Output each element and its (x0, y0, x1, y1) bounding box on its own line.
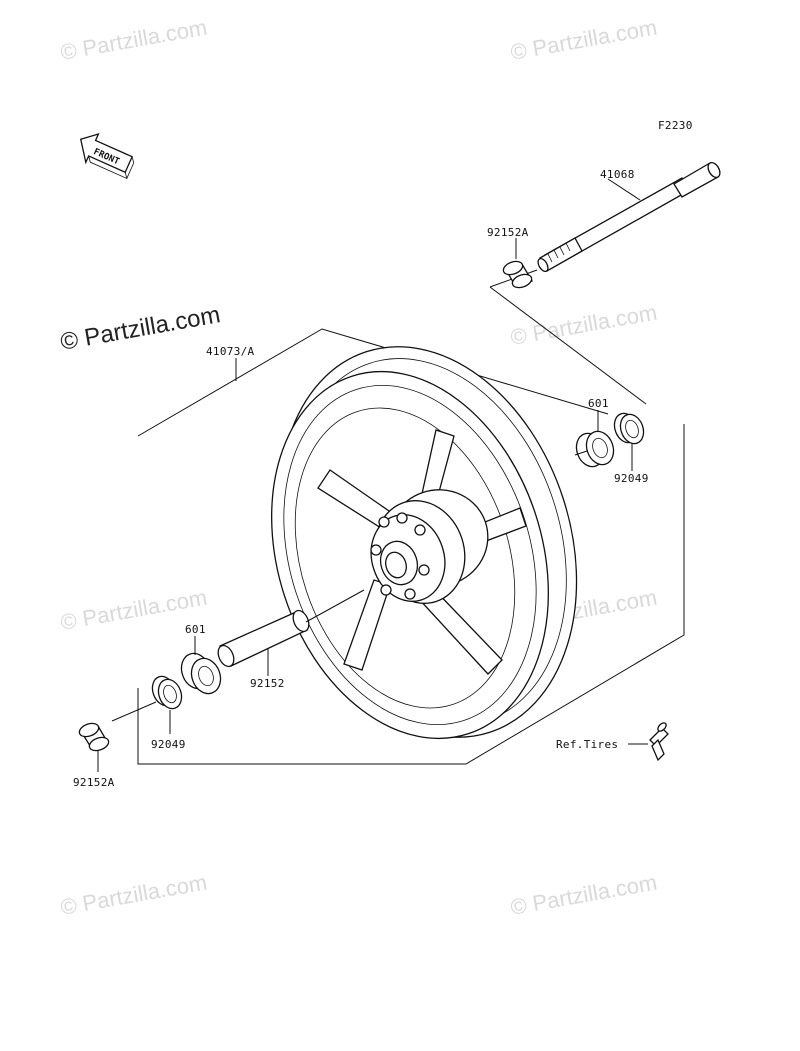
watermark-main: © Partzilla.com (58, 301, 222, 356)
assembly-outline (137, 328, 685, 765)
label-spacer: 92152 (250, 677, 285, 690)
label-wheel: 41073/A (206, 345, 255, 358)
valve-stem-icon (649, 722, 669, 762)
label-collar-top: 92152A (487, 226, 529, 239)
label-bearing-right: 601 (588, 397, 609, 410)
bearing-icon (180, 652, 222, 695)
label-seal-right: 92049 (614, 472, 649, 485)
axle-icon (537, 161, 721, 273)
watermark: © Partzilla.com (509, 870, 659, 920)
bearing-icon (575, 430, 615, 468)
watermark: © Partzilla.com (509, 300, 659, 350)
spacer-icon (217, 609, 310, 668)
label-axle: 41068 (600, 168, 635, 181)
label-bearing-left: 601 (185, 623, 206, 636)
leader-line (607, 178, 641, 201)
collar-icon (78, 722, 110, 752)
diagram-code: F2230 (658, 119, 693, 132)
label-seal-left: 92049 (151, 738, 186, 751)
seal-icon (151, 675, 183, 710)
wheel-icon (271, 346, 578, 740)
watermark: © Partzilla.com (509, 15, 659, 65)
watermark: © Partzilla.com (59, 870, 209, 920)
collar-icon (502, 260, 533, 289)
label-ref-tires: Ref.Tires (556, 738, 618, 751)
label-collar-bottom: 92152A (73, 776, 115, 789)
watermark: © Partzilla.com (59, 15, 209, 65)
leader-line (574, 450, 588, 456)
leader-line (305, 589, 365, 623)
front-arrow-icon: FRONT (79, 133, 135, 180)
leader-line (111, 701, 157, 722)
seal-icon (613, 412, 645, 445)
